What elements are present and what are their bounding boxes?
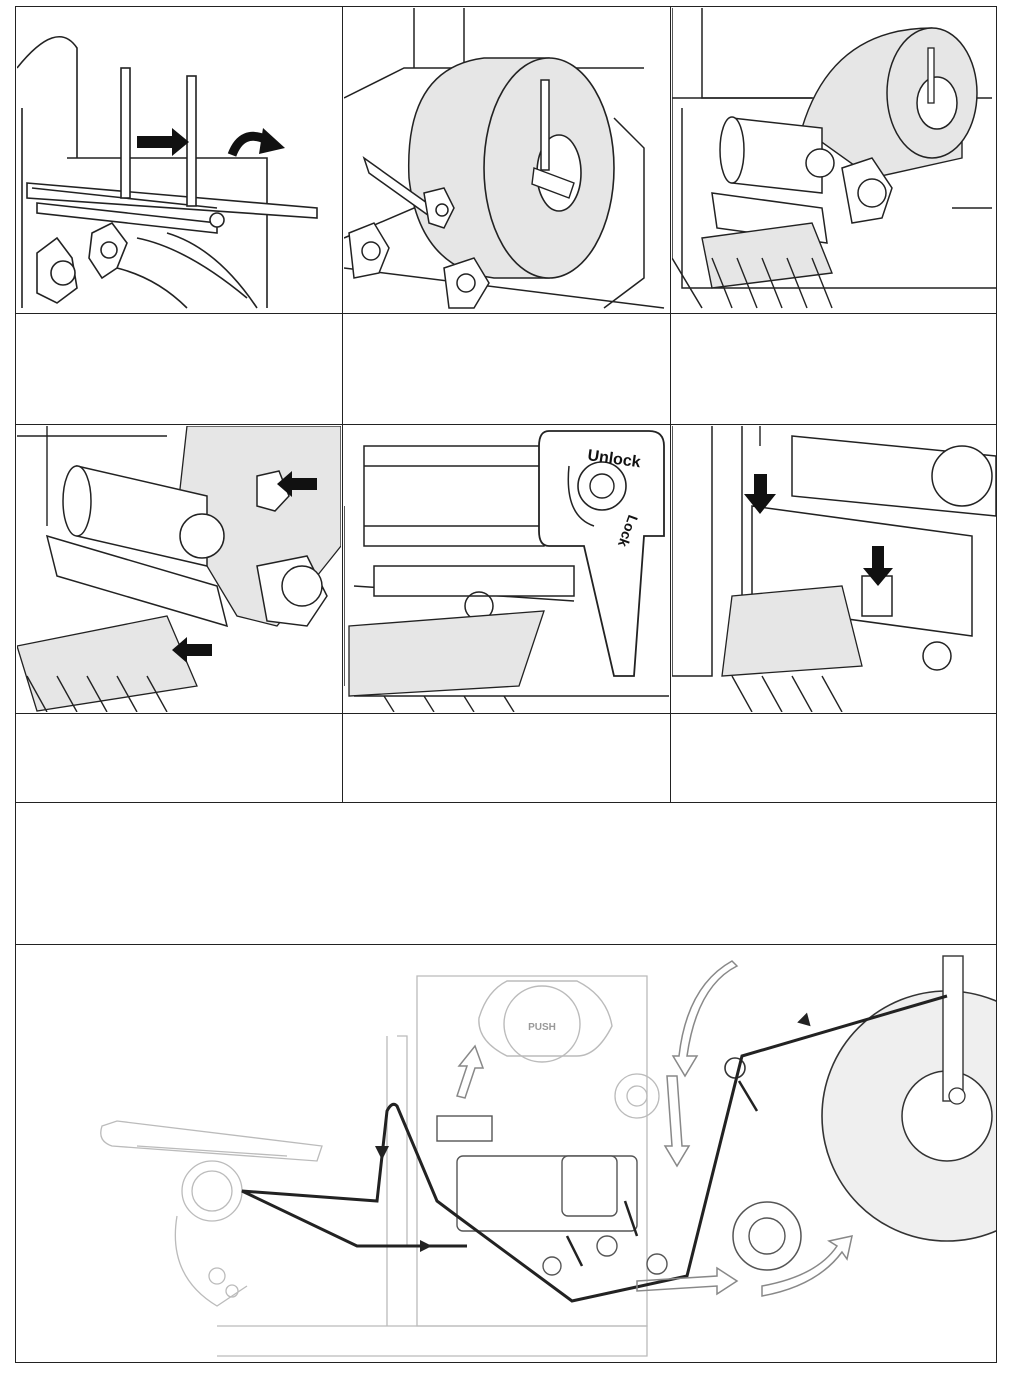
column-divider [342,313,343,424]
figure-frame [15,6,997,1363]
step4-caption [17,715,341,801]
column-divider [342,6,343,313]
push-label: PUSH [528,1022,556,1033]
column-divider [670,424,671,802]
path-caption [17,804,997,943]
row-divider [15,713,997,714]
step2-caption [344,315,669,423]
step4-illustration [17,426,341,712]
step6-caption [672,715,996,801]
column-divider [670,313,671,424]
column-divider [342,424,343,802]
step1-illustration [17,8,341,312]
step6-illustration [672,426,996,712]
step5-illustration: Unlock Lock [344,426,669,712]
row-divider [15,424,997,425]
step3-caption [672,315,996,423]
step1-caption [17,315,341,423]
step5-caption [344,715,669,801]
column-divider [670,6,671,313]
row-divider [15,313,997,314]
media-path-diagram: PUSH [17,946,996,1362]
step3-illustration [672,8,996,312]
row-divider [15,802,997,803]
row-divider [15,944,997,945]
step2-illustration [344,8,669,312]
